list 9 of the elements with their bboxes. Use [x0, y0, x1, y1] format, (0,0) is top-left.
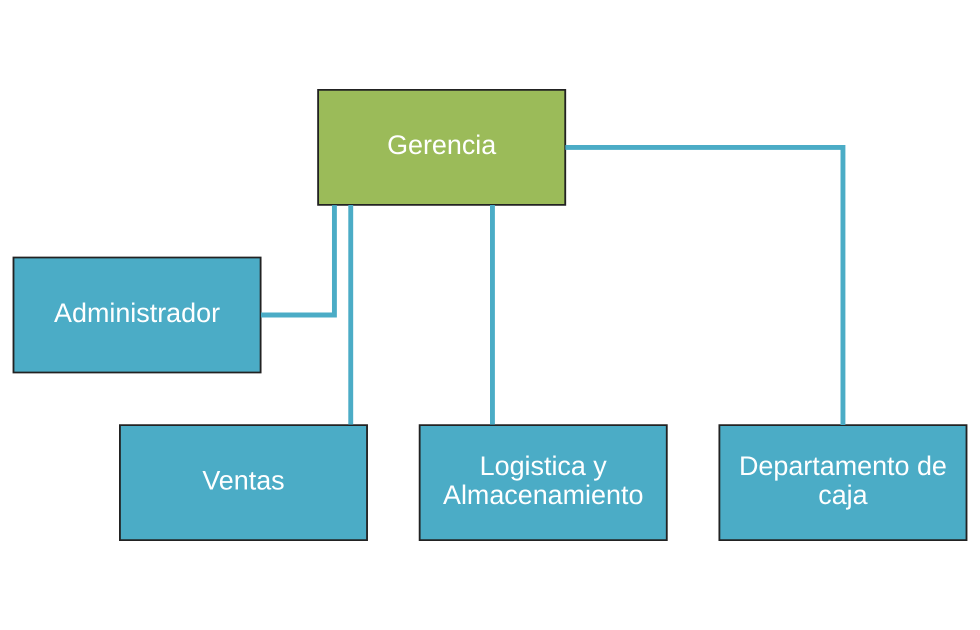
connector [348, 205, 354, 425]
connector [490, 205, 495, 425]
node-box: Logistica y Almacenamiento [418, 424, 668, 542]
node-box: Administrador [12, 256, 262, 374]
connector [565, 144, 846, 425]
connector [260, 205, 337, 318]
node-box: Departamento de caja [718, 424, 968, 542]
node-box: Ventas [119, 424, 368, 542]
node-box: Gerencia [317, 88, 566, 206]
